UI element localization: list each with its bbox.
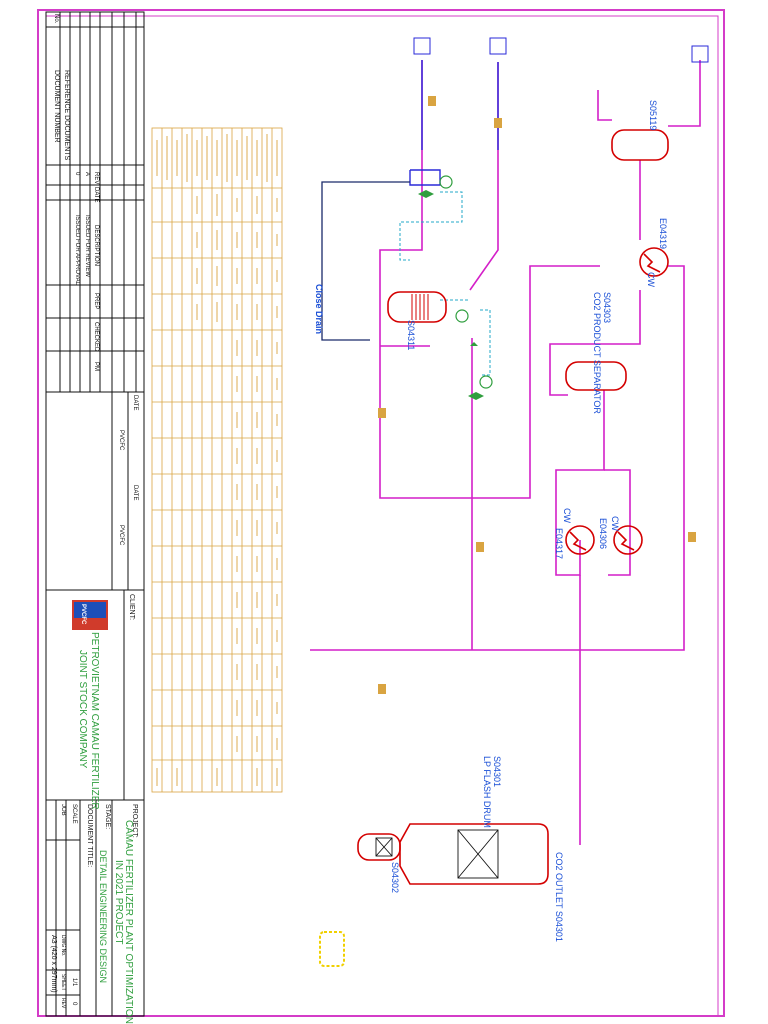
rev-header-rev: REV <box>93 172 99 184</box>
label-s04302: S04302 <box>390 862 400 893</box>
date-label-1: DATE <box>132 395 138 411</box>
label-s04303: S04303 <box>602 292 612 323</box>
sheet-label: SHEET <box>60 974 66 991</box>
drain-line <box>321 181 410 341</box>
rev-header-description: DESCRIPTION <box>93 225 99 266</box>
dwg-label: DWG No. <box>60 935 66 956</box>
company-line-2: JOINT STOCK COMPANY <box>77 650 88 769</box>
outer-border <box>37 9 725 1017</box>
label-s04301-desc: LP FLASH DRUM <box>482 756 492 828</box>
project-label: PROJECT: <box>131 804 138 838</box>
label-cw-1: CW <box>610 516 620 531</box>
label-cw-3: CW <box>646 272 656 287</box>
exchanger-e04306 <box>613 525 643 555</box>
label-s05119: S05119 <box>648 100 658 130</box>
label-cw-2: CW <box>562 508 572 523</box>
stream-markers <box>378 96 696 694</box>
label-e04317: E04317 <box>554 528 564 559</box>
revision-text: No. DOCUMENT NUMBER REFERENCE DOCUMENTS … <box>53 14 99 371</box>
vessel-s04303 <box>565 361 627 391</box>
rev-row-0-desc: ISSUED FOR APPROVAL <box>74 215 80 286</box>
pump-2 <box>479 375 493 389</box>
rev-value: 0 <box>71 1002 77 1006</box>
doc-title-label: DOCUMENT TITLE: <box>86 804 93 867</box>
blue-lines <box>409 60 499 186</box>
stage-label: STAGE: <box>104 804 111 829</box>
equipment <box>357 129 669 885</box>
vessel-s04302 <box>357 833 401 861</box>
pumps <box>439 175 493 389</box>
company-line-1: PETROVIETNAM CAMAU FERTILIZER <box>89 632 100 810</box>
rev-row-1-rev: A <box>84 172 90 176</box>
stream-table <box>151 127 283 793</box>
vessel-internals <box>375 829 499 879</box>
label-s04311: S04311 <box>406 320 416 350</box>
exchanger-e04317 <box>565 525 595 555</box>
project-sub: IN 2021 PROJECT <box>113 860 124 944</box>
company-short-2: PVCFC <box>118 525 124 546</box>
top-arrows <box>413 37 709 63</box>
revision-block <box>45 11 145 393</box>
ref-docnum-label: DOCUMENT NUMBER <box>53 70 60 143</box>
scale-label: SCALE <box>71 804 77 824</box>
ref-docs-label: REFERENCE DOCUMENTS <box>63 70 70 161</box>
stream-table-cells <box>156 134 278 786</box>
rev-header-date: DATE <box>93 187 99 203</box>
logo-text: PVCFC <box>80 604 86 625</box>
vessel-s04311 <box>387 291 447 323</box>
equipment-labels: S05119 E04319 S04303 CO2 PRODUCT SEPARAT… <box>314 100 668 942</box>
job-label: JOB <box>60 804 66 816</box>
client-label: CLIENT: <box>128 594 135 620</box>
label-co2-outlet: CO2 OUTLET S04301 <box>554 852 564 942</box>
pump-1 <box>439 175 453 189</box>
rev-header-pm: PM <box>93 362 99 371</box>
stage-value: DETAIL ENGINEERING DESIGN <box>98 850 108 983</box>
label-e04319: E04319 <box>658 218 668 249</box>
label-close-drain: Close Drain <box>314 284 324 334</box>
ref-no-label: No. <box>53 14 59 24</box>
project-name: CAMAU FERTILIZER PLANT OPTIMIZATION <box>123 820 134 1024</box>
pump-3 <box>455 309 469 323</box>
label-s04301: S04301 <box>492 756 502 787</box>
process-lines <box>310 60 701 845</box>
rev-row-1-desc: ISSUED FOR REVIEW <box>84 215 90 277</box>
valves <box>418 190 484 400</box>
highlight-box <box>319 931 345 967</box>
title-block-text: DATE DATE PVCFC PVCFC CLIENT: PVCFC PETR… <box>50 395 138 1024</box>
vessel-s05119 <box>611 129 669 161</box>
rev-header-prep: PREP <box>93 293 99 309</box>
company-short-1: PVCFC <box>118 430 124 451</box>
paper-size: A3 (420 x 297mm) <box>50 935 57 993</box>
rev-row-0-rev: 0 <box>74 172 80 176</box>
sheet-value: 1/1 <box>71 978 77 987</box>
label-e04306: E04306 <box>598 518 608 549</box>
vessel-s04301 <box>399 823 549 885</box>
date-label-2: DATE <box>132 485 138 501</box>
label-s04303-desc: CO2 PRODUCT SEPARATOR <box>592 292 602 414</box>
rev-label: REV <box>60 998 66 1009</box>
column-hatch <box>411 294 429 320</box>
rev-header-checked: CHECKED <box>93 322 99 352</box>
title-block-frame <box>45 391 145 1017</box>
exchanger-e04319 <box>639 247 669 277</box>
